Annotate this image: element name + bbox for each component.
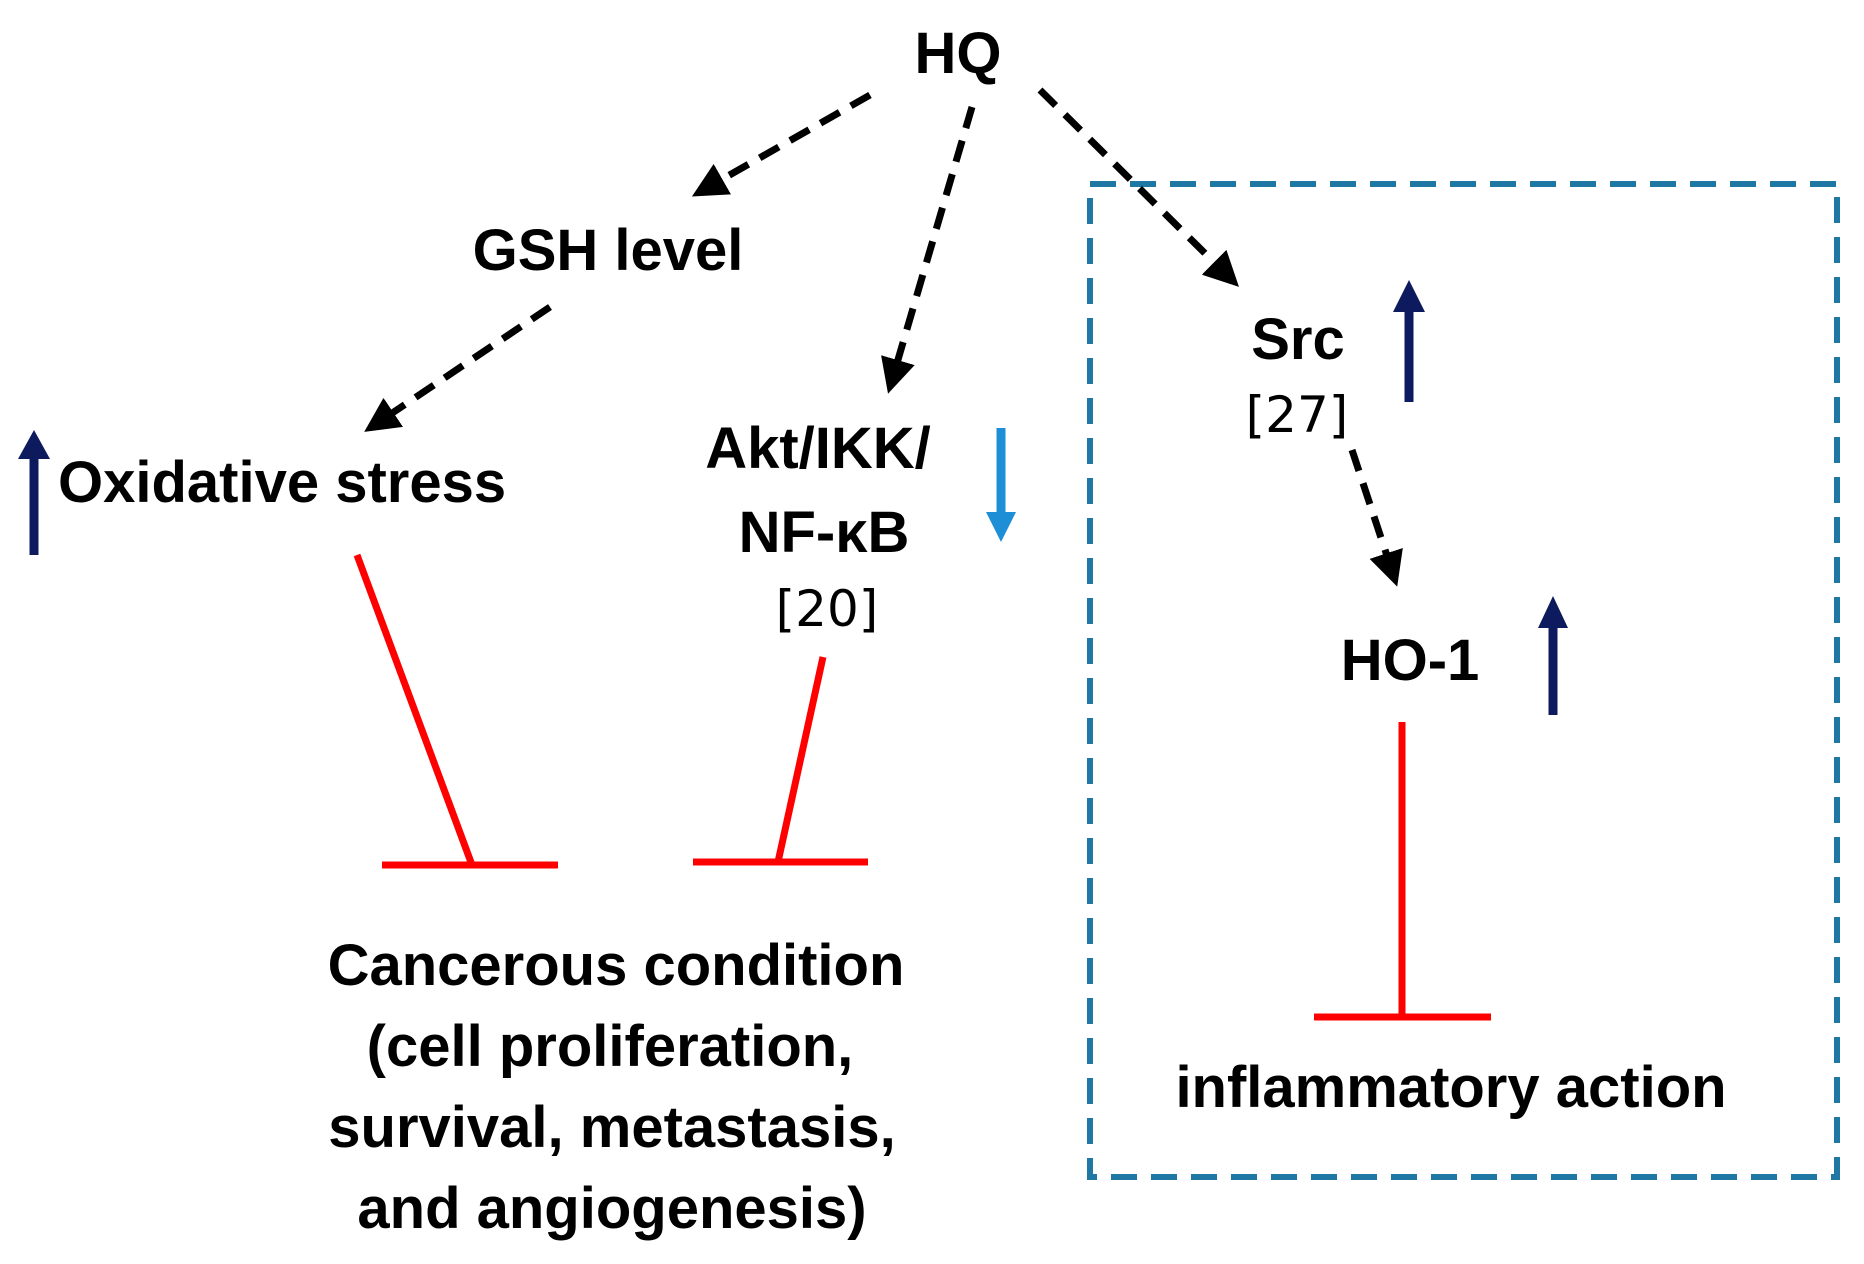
node-inflammatory-action: inflammatory action (1175, 1055, 1726, 1120)
arrow-hq-to-src (1037, 87, 1239, 287)
arrow-src-to-ho1 (1348, 448, 1403, 587)
inhibition-oxidative-to-cancer (353, 553, 558, 869)
arrow-down-icon (986, 428, 1016, 542)
node-akt-ikk: Akt/IKK/ (705, 416, 931, 481)
node-ho1: HO-1 (1341, 628, 1480, 693)
node-src: Src (1251, 307, 1345, 372)
node-cancerous-condition: Cancerous condition (328, 933, 905, 998)
arrow-up-icon (1538, 596, 1568, 715)
arrow-up-icon (1393, 280, 1425, 402)
ref-src: [27] (1246, 386, 1349, 444)
inflammation-module-box (1087, 181, 1840, 1180)
node-gsh-level: GSH level (473, 218, 744, 283)
arrow-up-icon (18, 430, 50, 555)
arrow-gsh-to-oxidative (364, 304, 552, 432)
inhibition-akt-to-cancer (693, 656, 868, 866)
node-oxidative-stress: Oxidative stress (58, 450, 506, 515)
arrow-hq-to-gsh (691, 91, 872, 197)
arrow-hq-to-akt (881, 106, 976, 394)
node-cancer-detail-1: (cell proliferation, (367, 1014, 854, 1079)
inhibition-ho1-to-inflammatory (1314, 722, 1491, 1021)
node-nfkb: NF-κB (739, 500, 910, 565)
node-cancer-detail-3: and angiogenesis) (357, 1176, 866, 1241)
ref-akt: [20] (776, 580, 879, 638)
node-hq: HQ (915, 21, 1002, 86)
node-cancer-detail-2: survival, metastasis, (328, 1095, 895, 1160)
